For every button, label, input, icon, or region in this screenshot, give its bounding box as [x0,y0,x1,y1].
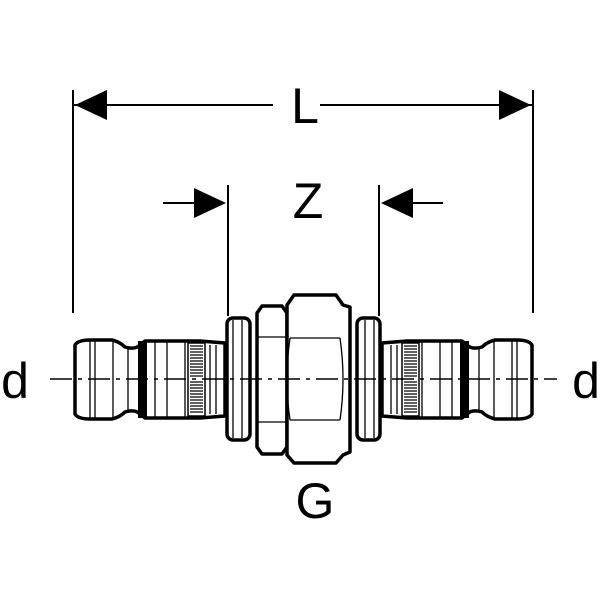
arrow-right-icon [499,90,531,120]
dimension-l [72,90,534,313]
knurled-ring [187,342,206,417]
arrow-left-icon [381,188,413,218]
dimension-z [163,185,443,316]
arrow-left-icon [75,90,107,120]
label-d-left: d [1,353,29,409]
label-l: L [291,78,319,134]
arrow-right-icon [194,188,226,218]
label-d-right: d [572,353,600,409]
label-g: G [296,473,335,529]
label-z: Z [293,173,324,229]
